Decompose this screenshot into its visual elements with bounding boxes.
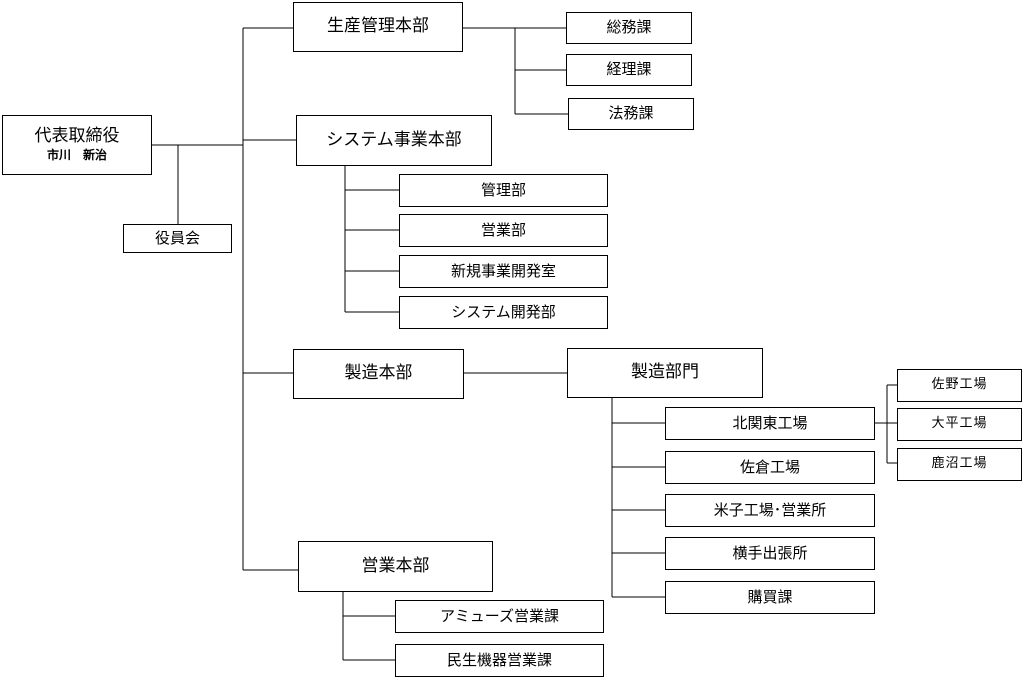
section-legal: 法務課 — [568, 98, 694, 130]
unit-sakura-plant: 佐倉工場 — [665, 451, 875, 484]
section-system-development: システム開発部 — [399, 296, 608, 329]
manufacturing-department: 製造部門 — [567, 348, 763, 398]
division-system-business: システム事業本部 — [296, 115, 492, 166]
section-sales-dept: 営業部 — [399, 214, 608, 247]
plant-ohira: 大平工場 — [897, 408, 1022, 441]
unit-purchasing: 購買課 — [665, 581, 875, 614]
division-manufacturing: 製造本部 — [293, 349, 464, 399]
division-production-management: 生産管理本部 — [293, 2, 463, 52]
section-management: 管理部 — [399, 174, 608, 207]
section-new-business-development: 新規事業開発室 — [399, 255, 608, 288]
unit-kitakanto-plant: 北関東工場 — [665, 407, 875, 440]
section-amusement-sales: アミューズ営業課 — [395, 600, 604, 633]
plant-sano: 佐野工場 — [897, 369, 1022, 402]
section-accounting: 経理課 — [566, 54, 692, 86]
unit-yonago-plant-sales-office: 米子工場･営業所 — [665, 494, 875, 527]
ceo-title: 代表取締役 — [34, 126, 120, 147]
unit-yokote-branch-office: 横手出張所 — [665, 537, 875, 570]
section-consumer-electronics-sales: 民生機器営業課 — [395, 644, 604, 677]
ceo-box: 代表取締役 市川 新治 — [2, 115, 152, 175]
division-sales: 営業本部 — [298, 541, 493, 592]
ceo-name: 市川 新治 — [46, 147, 107, 162]
section-general-affairs: 総務課 — [566, 12, 692, 44]
board-box: 役員会 — [123, 224, 232, 253]
plant-kanuma: 鹿沼工場 — [897, 448, 1022, 481]
